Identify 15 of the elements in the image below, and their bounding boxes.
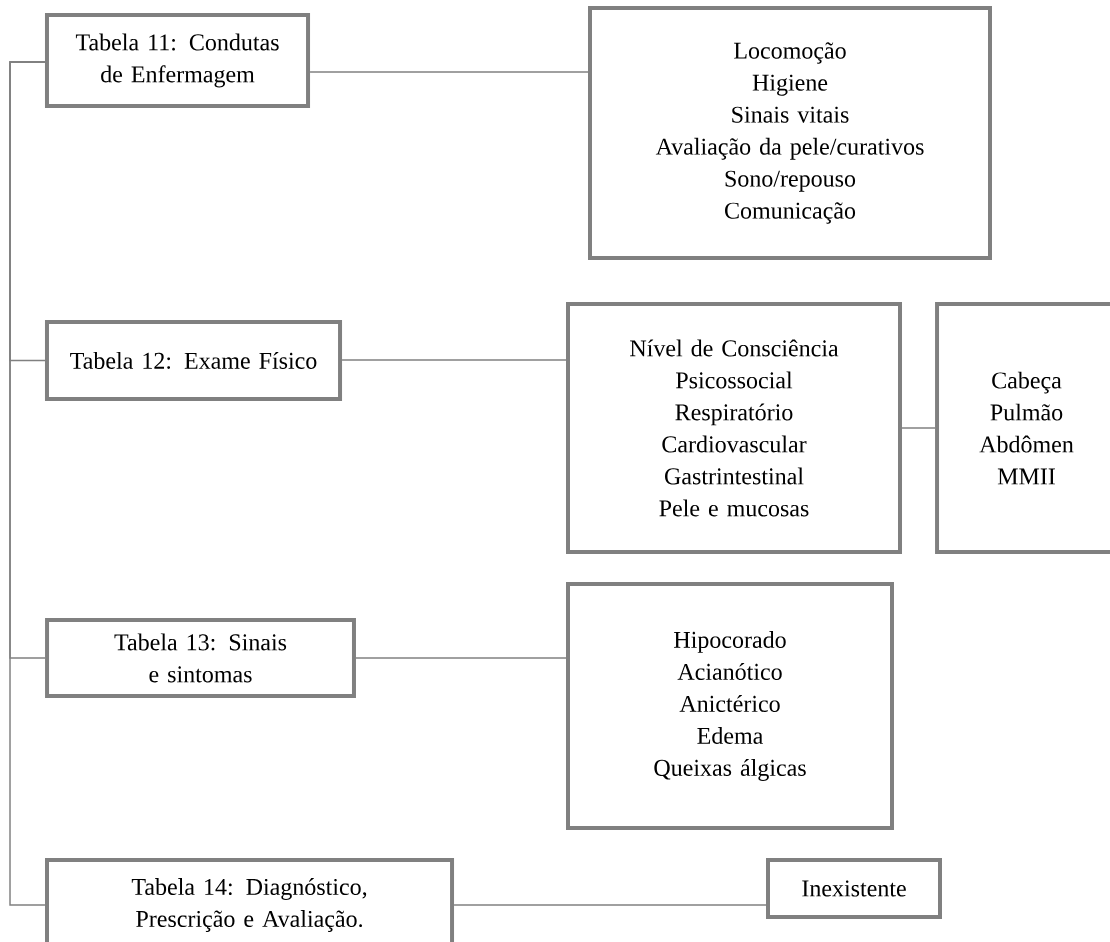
list-box: Cabeça Pulmão Abdômen MMII [935, 302, 1110, 554]
list-box: Nível de Consciência Psicossocial Respiratório Cardiovascular Gastrintestinal Pele e mucosas [566, 302, 902, 554]
list-box: Inexistente [766, 857, 942, 920]
category-box: Tabela 14: Diagnóstico, Prescrição e Avaliação. [45, 858, 455, 942]
connector-line [453, 904, 767, 906]
category-box: Tabela 11: Condutas de Enfermagem [45, 13, 311, 108]
connector-line [9, 61, 46, 906]
list-box: Hipocorado Acianótico Anictérico Edema Queixas álgicas [566, 582, 894, 830]
category-box: Tabela 13: Sinais e sintomas [45, 618, 356, 698]
connector-line [341, 359, 567, 361]
connector-line [901, 427, 936, 429]
connector-line [309, 71, 589, 73]
connector-line [355, 657, 567, 659]
list-box: Locomoção Higiene Sinais vitais Avaliação da pele/curativos Sono/repouso Comunicação [588, 6, 992, 260]
category-box: Tabela 12: Exame Físico [45, 319, 343, 402]
